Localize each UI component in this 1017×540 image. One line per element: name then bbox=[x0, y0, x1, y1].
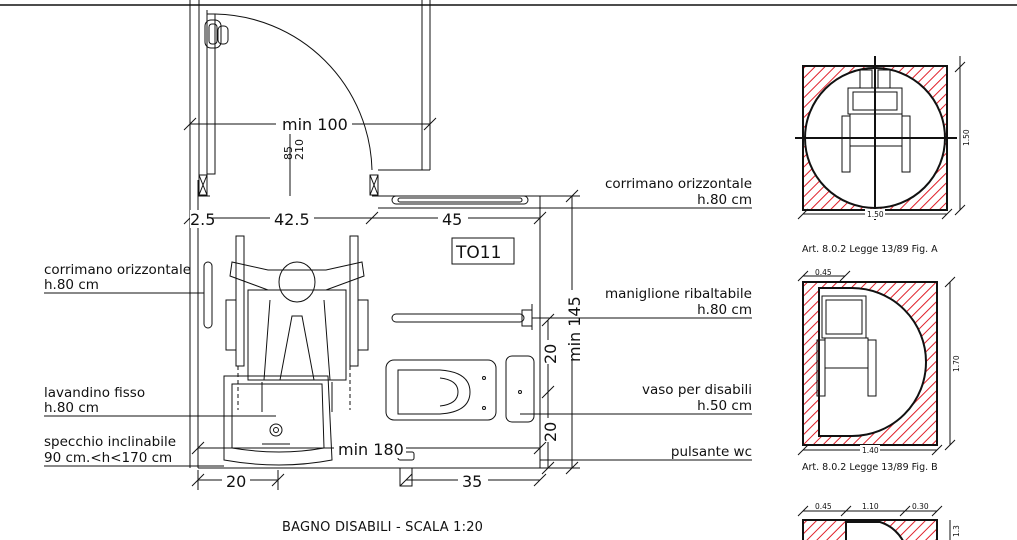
label-flush: pulsante wc bbox=[671, 444, 752, 460]
label-grab-bar-1: maniglione ribaltabile bbox=[605, 286, 752, 302]
fig-b-caption: Art. 8.0.2 Legge 13/89 Fig. B bbox=[802, 462, 938, 473]
fig-c-top-mid: 1.10 bbox=[862, 502, 879, 511]
label-sink-2: h.80 cm bbox=[44, 400, 99, 416]
dim-bottom-left: 20 bbox=[226, 472, 246, 491]
door-jamb-right bbox=[369, 174, 379, 196]
fig-b-height: 1.70 bbox=[952, 355, 961, 372]
label-handrail-left-2: h.80 cm bbox=[44, 277, 99, 293]
label-sink-1: lavandino fisso bbox=[44, 385, 145, 401]
label-handrail-right-2: h.80 cm bbox=[697, 192, 752, 208]
dim-wc-up: 20 bbox=[541, 344, 560, 364]
figure-b bbox=[797, 270, 956, 456]
label-grab-bar-2: h.80 cm bbox=[697, 302, 752, 318]
door-jamb-left bbox=[198, 174, 208, 196]
dim-door-h1: 85 bbox=[282, 146, 295, 160]
wheelchair-user bbox=[225, 235, 369, 412]
label-wc-1: vaso per disabili bbox=[642, 382, 752, 398]
figure-c bbox=[797, 505, 951, 540]
wc-toilet bbox=[385, 355, 535, 423]
door-handle bbox=[204, 19, 222, 49]
handrail-left bbox=[203, 261, 213, 329]
dim-wc-down: 20 bbox=[541, 422, 560, 442]
fig-b-width: 1.40 bbox=[862, 446, 879, 455]
fig-b-top: 0.45 bbox=[815, 268, 832, 277]
plan-caption: BAGNO DISABILI - SCALA 1:20 bbox=[282, 520, 483, 535]
label-handrail-left-1: corrimano orizzontale bbox=[44, 262, 191, 278]
label-handrail-right-1: corrimano orizzontale bbox=[605, 176, 752, 192]
fig-c-top-left: 0.45 bbox=[815, 502, 832, 511]
fig-a-caption: Art. 8.0.2 Legge 13/89 Fig. A bbox=[802, 244, 938, 255]
dim-clear-left: 42.5 bbox=[274, 210, 310, 229]
flush-button-symbol bbox=[399, 467, 413, 487]
dim-clear-right: 45 bbox=[442, 210, 462, 229]
label-wc-2: h.50 cm bbox=[697, 398, 752, 414]
room-code-box bbox=[451, 237, 515, 265]
fig-c-top-right: 0.30 bbox=[912, 502, 929, 511]
label-mirror-2: 90 cm.<h<170 cm bbox=[44, 450, 172, 466]
figure-a bbox=[795, 56, 966, 220]
door-swing-arc bbox=[214, 13, 373, 171]
dim-door-width: min 100 bbox=[282, 115, 348, 134]
label-mirror-1: specchio inclinabile bbox=[44, 434, 176, 450]
dim-room-width: min 180 bbox=[338, 440, 404, 459]
room-code: TO11 bbox=[455, 243, 501, 263]
dimension-lines bbox=[183, 117, 580, 490]
handrail-right bbox=[391, 195, 529, 205]
grab-bar bbox=[391, 313, 525, 323]
floor-plan bbox=[189, 0, 541, 487]
door-leaf bbox=[206, 13, 216, 175]
fig-a-height: 1.50 bbox=[962, 129, 971, 146]
fig-a-width: 1.50 bbox=[867, 210, 884, 219]
dim-depth: min 145 bbox=[565, 296, 584, 362]
sink bbox=[223, 375, 333, 466]
fig-c-side: 1.3 bbox=[952, 525, 961, 537]
dim-gap: 2.5 bbox=[190, 210, 215, 229]
dim-bottom-right: 35 bbox=[462, 472, 482, 491]
dim-door-h2: 210 bbox=[293, 139, 306, 160]
